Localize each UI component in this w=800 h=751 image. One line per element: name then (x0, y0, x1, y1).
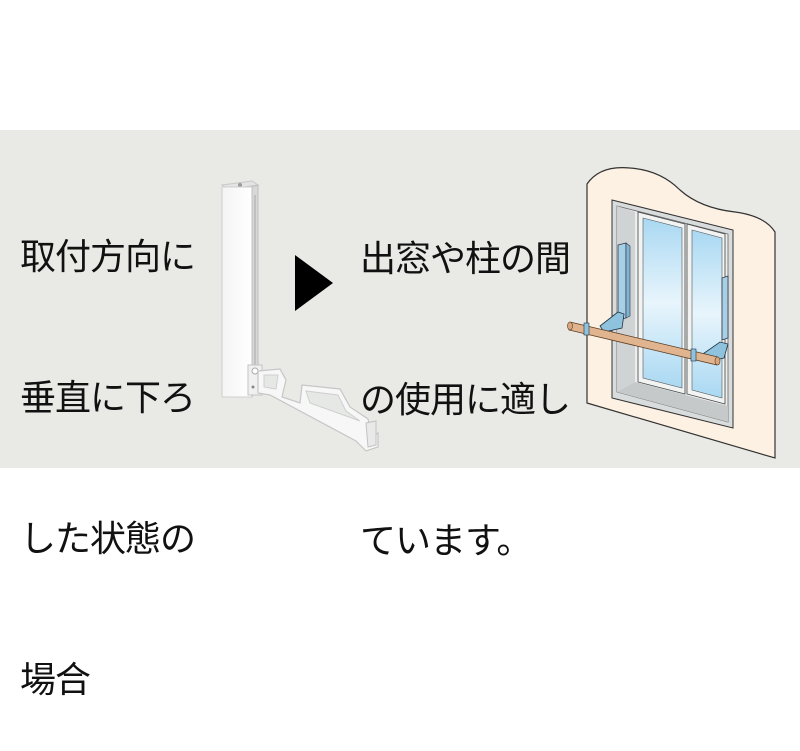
bay-window-illustration (567, 166, 776, 459)
left-caption-line: した状態の (20, 519, 196, 560)
left-caption-line: 場合 (20, 660, 91, 701)
left-caption-line: 垂直に下ろ (20, 378, 196, 419)
right-caption-line: の使用に適し (360, 380, 571, 421)
right-caption: 出窓や柱の間 の使用に適し ています。 (360, 142, 571, 612)
bracket-product-image (220, 180, 379, 452)
right-triangle-arrow-icon (295, 255, 333, 311)
left-caption-line: 取付方向に (20, 237, 196, 278)
left-caption: 取付方向に 垂直に下ろ した状態の 場合 (20, 140, 196, 751)
right-caption-line: 出窓や柱の間 (360, 239, 571, 280)
right-caption-line: ています。 (360, 521, 532, 562)
